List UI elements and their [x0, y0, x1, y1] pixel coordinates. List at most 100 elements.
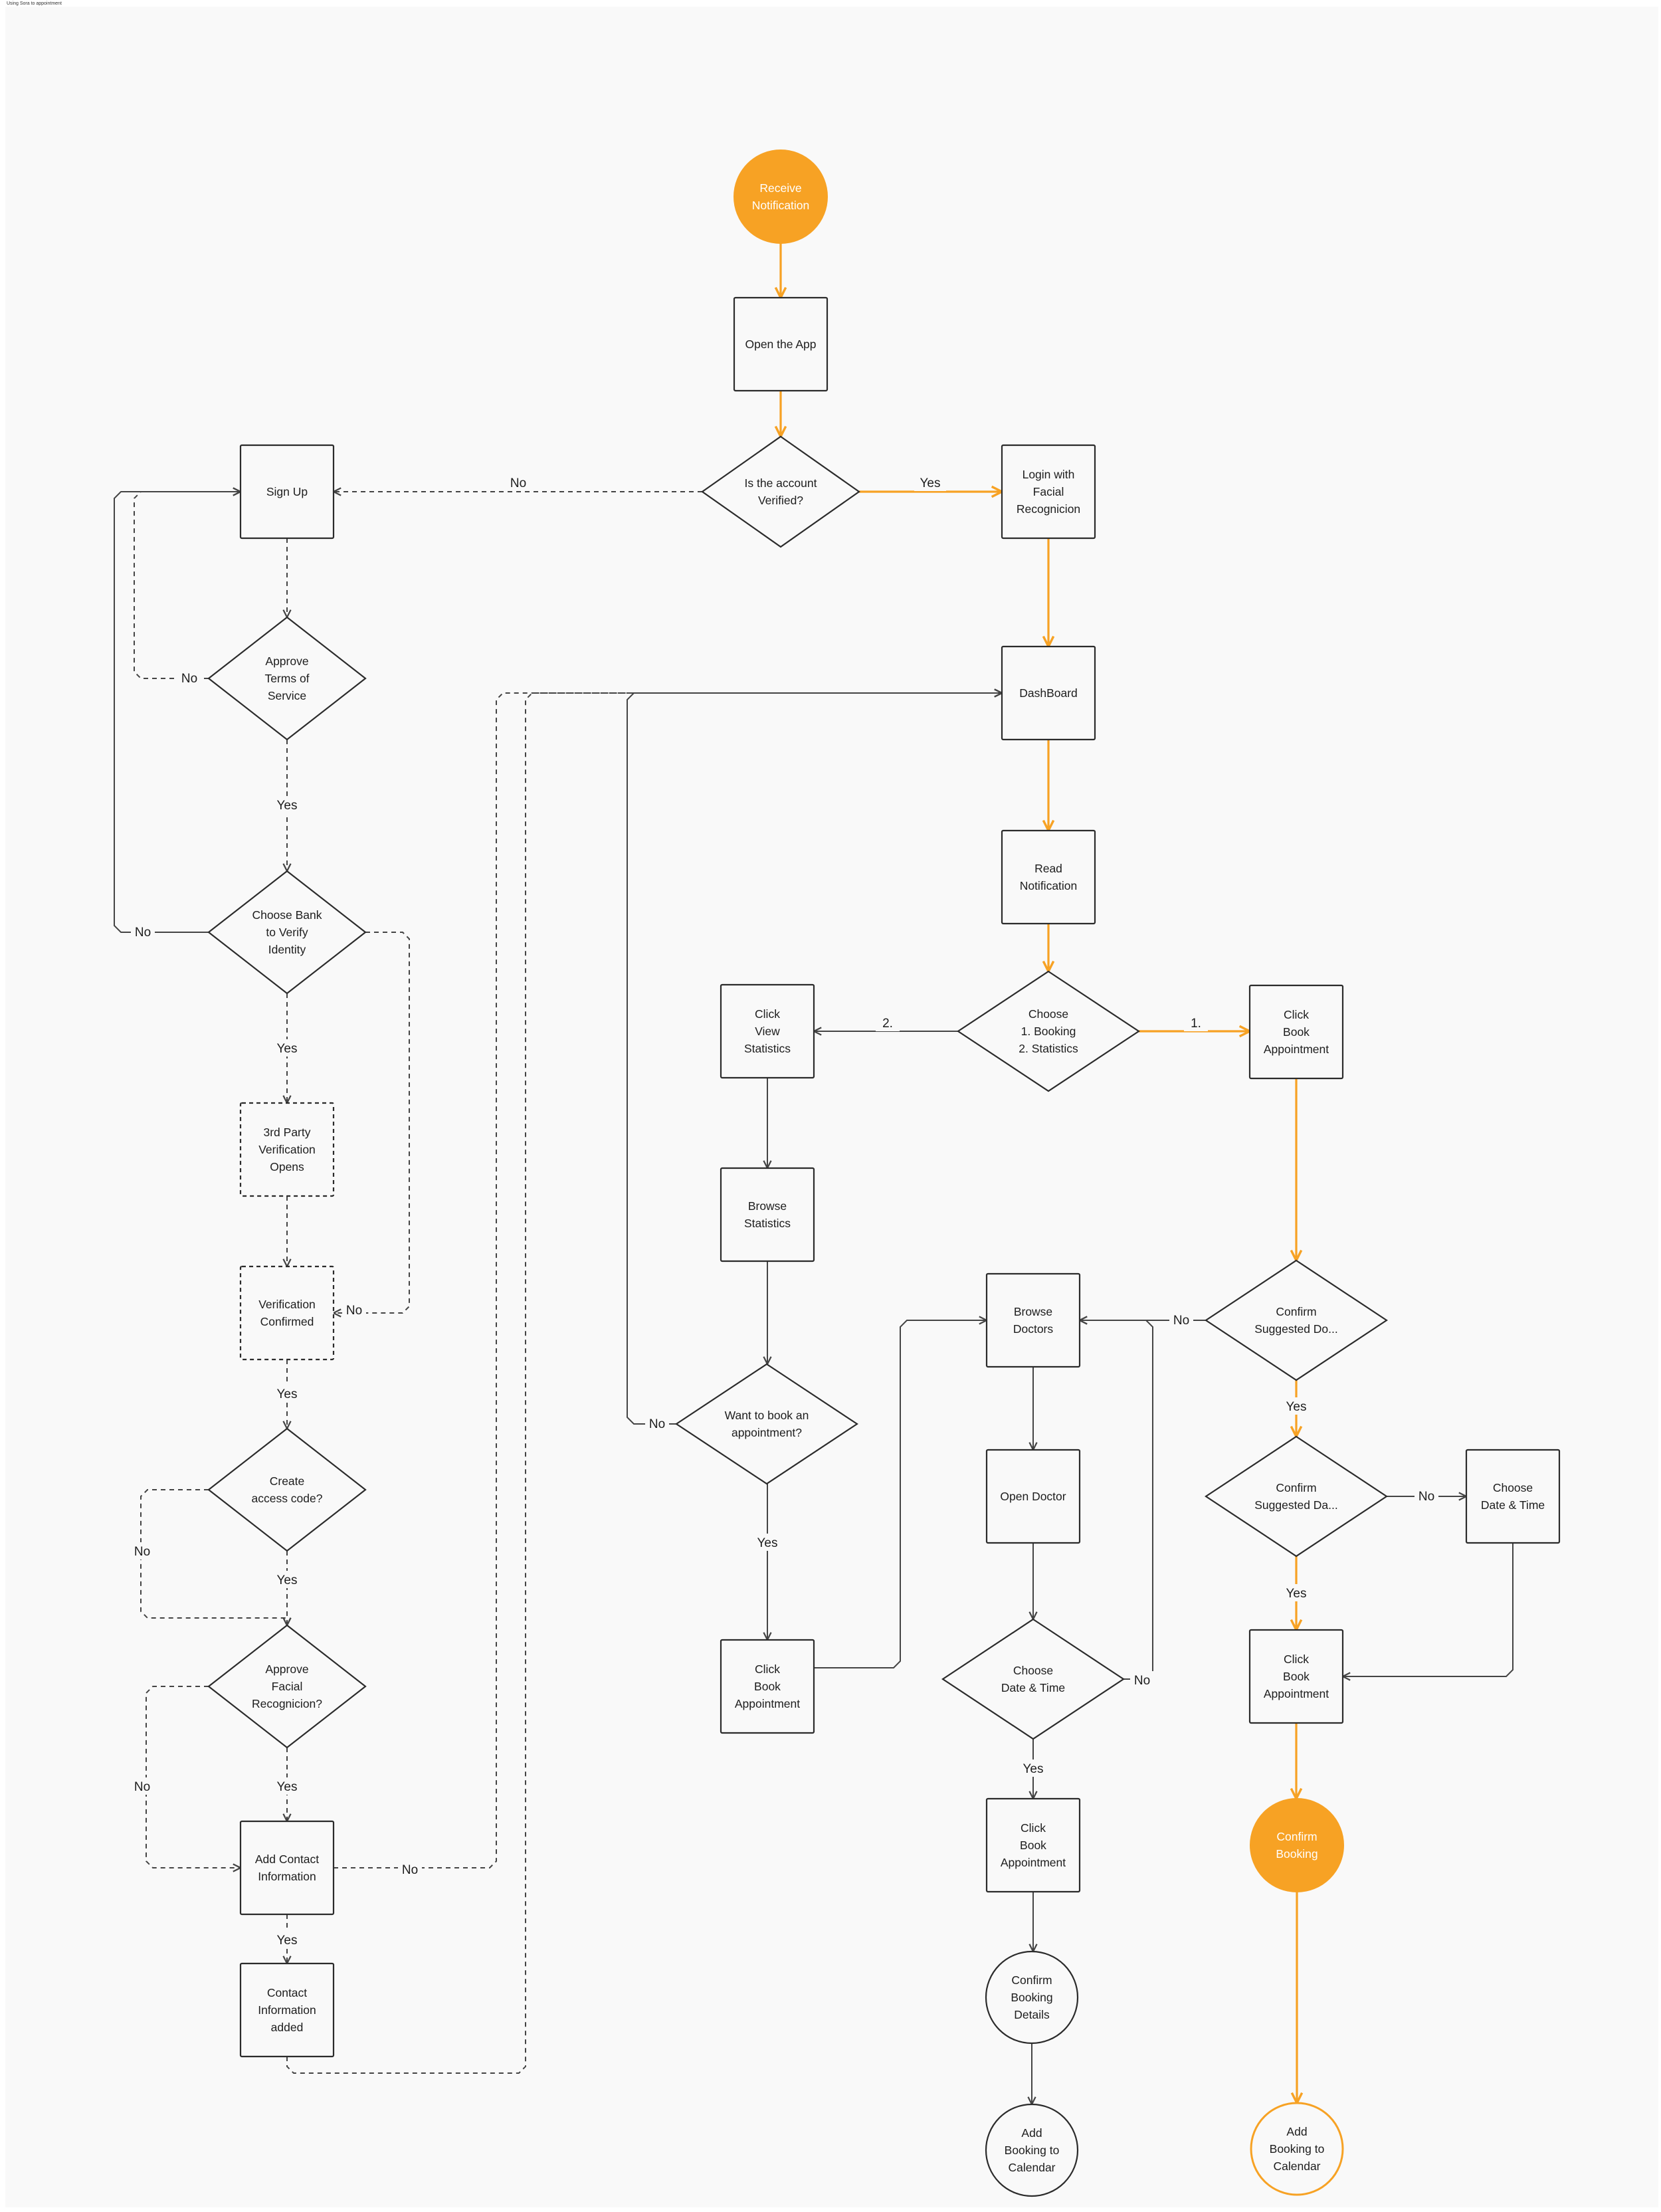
node-shape [239, 1265, 335, 1361]
node-label: Confirm [1276, 1830, 1317, 1843]
node-dashboard[interactable]: DashBoard [1001, 645, 1096, 741]
edge-label-l-yes-doc: Yes [1280, 1397, 1312, 1415]
node-label: Confirm [1276, 1481, 1316, 1494]
edge-label-background [645, 1415, 669, 1432]
edge-label-text: No [181, 672, 197, 686]
edge-label-text: Yes [277, 799, 298, 813]
edge-label-background [130, 1777, 154, 1795]
node-shape [1250, 2102, 1344, 2196]
node-shape [720, 1639, 815, 1734]
node-shape [207, 616, 367, 741]
edge-label-text: Yes [920, 476, 941, 490]
node-label: Identity [268, 943, 306, 956]
edge-label-l-1: 1. [1184, 1014, 1208, 1031]
node-shape [733, 150, 828, 244]
node-shape [207, 1624, 367, 1749]
node-shape [1001, 444, 1096, 540]
node-label: Click [755, 1662, 780, 1676]
edge-choosedt-book3 [1343, 1543, 1514, 1676]
node-label: Verification [258, 1143, 316, 1156]
node-label: Doctors [1013, 1322, 1054, 1336]
edge-label-l-no-verif: No [342, 1301, 366, 1318]
node-label: Choose Bank [252, 908, 322, 922]
node-label: Recognicion? [252, 1697, 322, 1710]
edge-code-loop [140, 1489, 287, 1625]
edge-label-background [271, 1777, 303, 1795]
node-label: appointment? [732, 1426, 802, 1439]
node-shape [985, 1797, 1081, 1893]
node-label: 2. Statistics [1019, 1042, 1078, 1055]
edge-added-dashboard [286, 693, 1002, 2074]
node-shape [985, 1950, 1079, 2045]
edge-label-text: 1. [1191, 1017, 1201, 1031]
edge-tos-signup [134, 492, 241, 679]
edge-label-text: No [346, 1304, 362, 1318]
node-label: Verified? [758, 494, 803, 507]
edge-bank-signup [114, 492, 241, 933]
edge-label-l-yes-dt: Yes [1017, 1760, 1049, 1777]
edge-label-background [271, 1039, 303, 1056]
edge-label-background [130, 1542, 154, 1559]
node-label: 3rd Party [264, 1126, 311, 1139]
edge-label-background [914, 474, 946, 491]
node-label: Sign Up [266, 485, 308, 498]
node-shape [985, 1449, 1081, 1544]
edge-label-l-no-bank: No [131, 923, 155, 940]
edge-label-l-yes-code: Yes [271, 1571, 303, 1588]
node-shape [207, 870, 367, 995]
node-open-doctor[interactable]: Open Doctor [985, 1449, 1081, 1544]
node-label: Book [754, 1680, 781, 1693]
node-label: Date & Time [1481, 1498, 1545, 1512]
node-label: access code? [251, 1492, 322, 1505]
node-label: Approve [265, 654, 308, 668]
node-label: Calendar [1008, 2161, 1055, 2174]
node-label: Choose [1028, 1007, 1068, 1021]
node-label: Click [1284, 1653, 1309, 1666]
node-open-app[interactable]: Open the App [733, 296, 829, 392]
node-signup[interactable]: Sign Up [239, 444, 335, 540]
edge-label-l-yes-tos: Yes [271, 796, 303, 813]
node-shape [239, 1820, 335, 1916]
node-shape [1205, 1435, 1388, 1558]
node-label: Appointment [735, 1697, 800, 1710]
node-label: Create [270, 1474, 305, 1488]
node-label: Booking [1276, 1847, 1318, 1860]
node-shape [1248, 1629, 1344, 1724]
edge-label-background [131, 923, 155, 940]
node-label: Notification [752, 199, 810, 212]
node-label: Date & Time [1001, 1681, 1065, 1694]
node-create-code[interactable]: Create access code? [207, 1427, 367, 1552]
edge-label-l-yes-want: Yes [751, 1534, 783, 1551]
edge-label-background [1169, 1311, 1193, 1328]
node-label: Suggested Da... [1254, 1498, 1338, 1512]
